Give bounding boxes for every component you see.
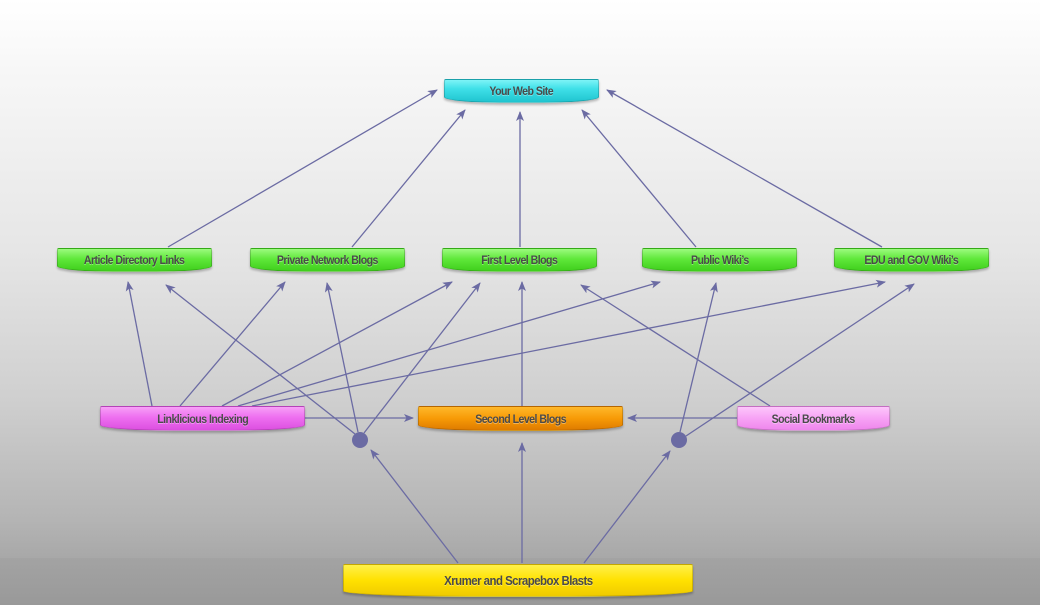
node-label: Article Directory Links xyxy=(84,253,185,267)
node-label: Social Bookmarks xyxy=(771,411,856,426)
node-second-level-blogs[interactable]: Second Level Blogs xyxy=(418,406,623,431)
arrow-linklicious-to-public-wikis xyxy=(237,280,661,407)
arrow-linklicious-to-article-directory xyxy=(125,281,153,407)
junction-right xyxy=(671,432,687,448)
arrow-linklicious-to-edu-gov-wikis xyxy=(251,279,886,407)
arrow-junction-right-to-public-wikis xyxy=(679,282,718,433)
node-label: First Level Blogs xyxy=(481,253,558,267)
arrow-linklicious-to-private-network xyxy=(179,281,286,407)
node-article-directory-links[interactable]: Article Directory Links xyxy=(57,248,212,272)
node-label: Second Level Blogs xyxy=(475,411,566,426)
node-label: Linklicious Indexing xyxy=(157,411,248,426)
node-linklicious-indexing[interactable]: Linklicious Indexing xyxy=(100,406,305,431)
arrow-xrumer-to-junction-right xyxy=(583,450,671,564)
node-first-level-blogs[interactable]: First Level Blogs xyxy=(442,248,597,272)
arrow-social-bookmarks-to-first-level xyxy=(580,284,771,407)
node-edu-gov-wikis[interactable]: EDU and GOV Wiki’s xyxy=(834,248,989,272)
node-private-network-blogs[interactable]: Private Network Blogs xyxy=(250,248,405,272)
arrow-edu-gov-wikis-to-website xyxy=(606,89,883,248)
node-label: Public Wiki’s xyxy=(690,253,749,267)
node-label: Xrumer and Scrapebox Blasts xyxy=(443,573,593,588)
arrow-junction-left-to-private-network xyxy=(324,282,359,433)
arrow-junction-left-to-article-directory xyxy=(165,284,356,435)
junction-left xyxy=(352,432,368,448)
arrow-article-directory-to-website xyxy=(167,89,438,248)
node-label: EDU and GOV Wiki’s xyxy=(864,253,959,267)
node-xrumer-scrapebox-blasts[interactable]: Xrumer and Scrapebox Blasts xyxy=(343,564,693,597)
node-social-bookmarks[interactable]: Social Bookmarks xyxy=(737,406,890,431)
arrow-linklicious-to-first-level xyxy=(221,281,453,407)
node-label: Your Web Site xyxy=(489,84,554,98)
node-your-web-site[interactable]: Your Web Site xyxy=(444,79,599,103)
arrow-xrumer-to-junction-left xyxy=(370,449,459,564)
node-label: Private Network Blogs xyxy=(276,253,379,267)
arrow-private-network-to-website xyxy=(351,109,466,248)
node-public-wikis[interactable]: Public Wiki’s xyxy=(642,248,797,272)
arrow-public-wikis-to-website xyxy=(581,109,697,248)
arrow-junction-left-to-first-level xyxy=(363,282,481,434)
arrow-junction-right-to-edu-gov-wikis xyxy=(685,283,915,437)
